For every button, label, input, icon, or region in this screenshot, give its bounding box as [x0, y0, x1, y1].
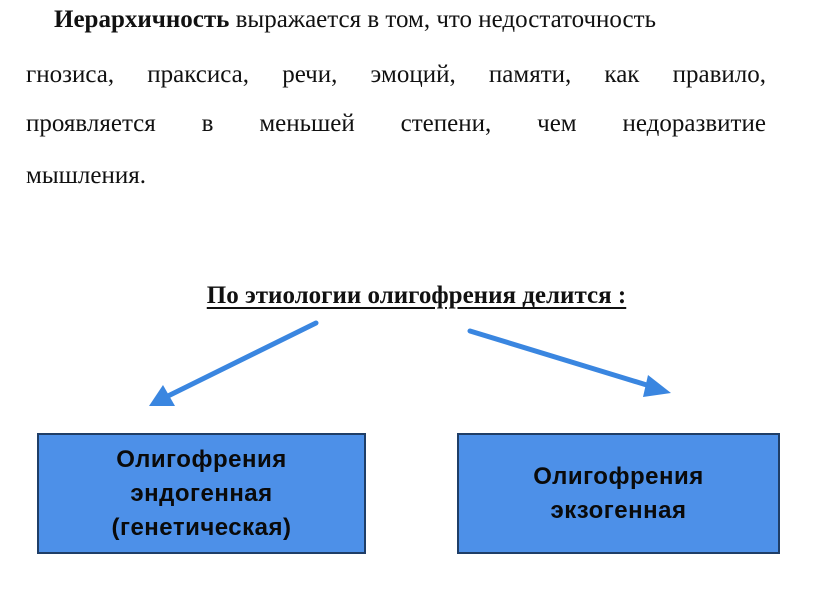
exogenous-oligophrenia-box: Олигофрения экзогенная: [457, 433, 780, 554]
box-left-line-1: Олигофрения: [116, 445, 287, 473]
paragraph-line-2: гнозиса, праксиса, речи, эмоций, памяти,…: [26, 61, 766, 88]
word: степени,: [400, 110, 492, 137]
word: правило,: [672, 61, 766, 88]
word: гнозиса,: [26, 61, 115, 88]
box-left-line-2: эндогенная: [130, 479, 273, 507]
etiology-heading: По этиологии олигофрения делится :: [0, 281, 833, 311]
word: как: [604, 61, 640, 88]
paragraph-line-4: мышления.: [26, 162, 766, 189]
word: в: [201, 110, 214, 137]
word: праксиса,: [147, 61, 250, 88]
etiology-heading-text: По этиологии олигофрения делится :: [206, 282, 627, 309]
paragraph-line-4-text: мышления.: [26, 162, 146, 189]
paragraph-line-3: проявляется в меньшей степени, чем недор…: [26, 110, 766, 137]
box-right-line-2: экзогенная: [550, 496, 687, 524]
word: меньшей: [259, 110, 355, 137]
box-right-line-1: Олигофрения: [533, 462, 704, 490]
word: памяти,: [488, 61, 572, 88]
paragraph-line-1: Иерархичность выражается в том, что недо…: [26, 6, 794, 33]
paragraph-line-1-rest: выражается в том, что недостаточность: [229, 6, 656, 33]
arrow-right-icon: [467, 328, 671, 397]
endogenous-oligophrenia-box: Олигофрения эндогенная (генетическая): [37, 433, 366, 554]
word: чем: [537, 110, 577, 137]
word: недоразвитие: [622, 110, 766, 137]
word: эмоций,: [370, 61, 456, 88]
box-left-line-3: (генетическая): [111, 513, 292, 541]
arrow-left-icon: [149, 320, 319, 406]
word: речи,: [282, 61, 338, 88]
word: проявляется: [26, 110, 156, 137]
term-hierarchy: Иерархичность: [54, 6, 230, 33]
